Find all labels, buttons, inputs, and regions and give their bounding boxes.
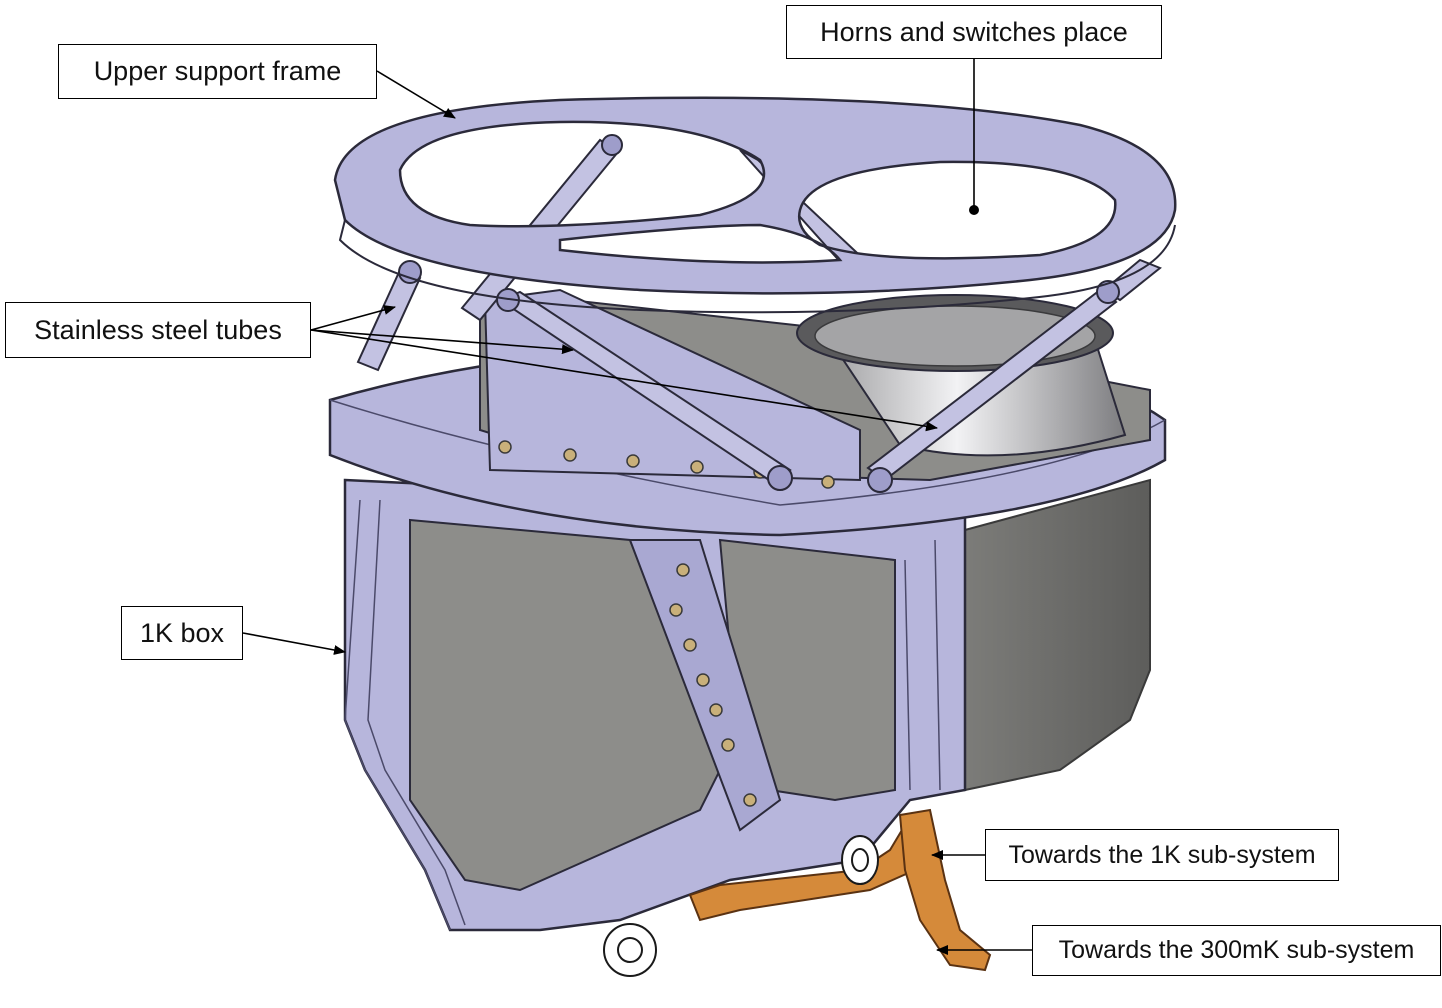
- label-horns-and-switches-place: Horns and switches place: [786, 5, 1162, 59]
- leader-1k-box: [242, 632, 346, 655]
- label-stainless-steel-tubes: Stainless steel tubes: [5, 302, 311, 358]
- label-1k-box: 1K box: [121, 606, 243, 660]
- label-towards-1k-sub-system: Towards the 1K sub-system: [985, 829, 1339, 881]
- horns-pointer-dot: [969, 205, 979, 215]
- leader-tubes-1: [310, 305, 396, 331]
- 1k-box-side-panel: [964, 478, 1151, 792]
- lower-ring-top-edge: [329, 399, 1166, 506]
- tube-joints: [398, 134, 1120, 493]
- rib-bolts: [669, 563, 757, 807]
- leader-tubes-2: [310, 329, 574, 355]
- leader-upper-frame: [376, 70, 456, 119]
- 1k-box-frame-edges: [344, 499, 941, 931]
- leader-tubes-3: [310, 329, 938, 432]
- wheel-fittings: [603, 835, 879, 977]
- label-towards-300mk-sub-system: Towards the 300mK sub-system: [1032, 925, 1441, 976]
- label-upper-support-frame: Upper support frame: [58, 44, 377, 99]
- copper-thermal-straps: [688, 808, 992, 972]
- upper-support-frame: [333, 96, 1177, 314]
- leader-lines: [242, 59, 1032, 955]
